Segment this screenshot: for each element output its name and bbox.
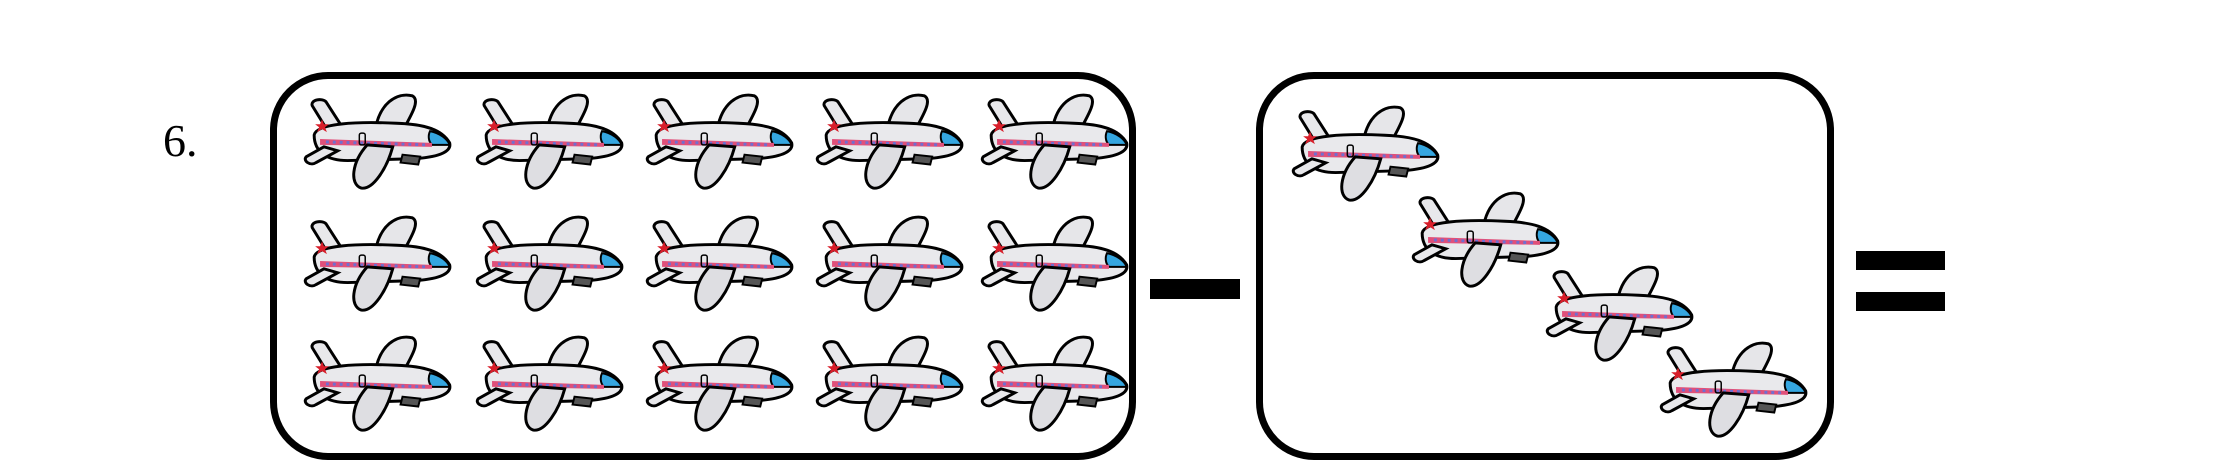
airplane-icon [298, 326, 456, 434]
airplane-icon [810, 206, 968, 314]
problem-number: 6. [163, 115, 198, 166]
airplane-icon [975, 326, 1133, 434]
airplane-icon [810, 84, 968, 192]
airplane-icon [298, 84, 456, 192]
airplane-icon [470, 326, 628, 434]
minus-sign [1150, 279, 1240, 299]
airplane-icon [640, 206, 798, 314]
airplane-icon [810, 326, 968, 434]
airplane-icon [975, 84, 1133, 192]
airplane-icon [298, 206, 456, 314]
equals-sign-bottom-bar [1856, 292, 1945, 311]
airplane-icon [640, 326, 798, 434]
airplane-icon [640, 84, 798, 192]
equals-sign-top-bar [1856, 251, 1945, 270]
airplane-icon [975, 206, 1133, 314]
airplane-icon [470, 84, 628, 192]
airplane-icon [1654, 332, 1812, 440]
airplane-icon [470, 206, 628, 314]
